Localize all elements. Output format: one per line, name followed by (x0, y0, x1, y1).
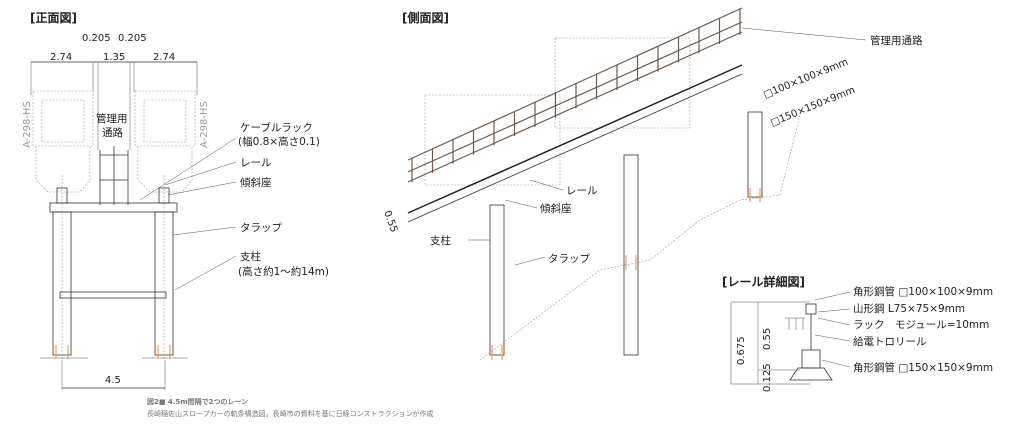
car-model-left: A-298-HS (22, 101, 33, 148)
side-dim: 0.55 (381, 209, 399, 234)
side-label-walkway: 管理用通路 (870, 34, 923, 47)
label-tilt-seat: 傾斜座 (240, 176, 272, 189)
label-ladder: タラップ (240, 222, 282, 234)
dim-column-spacing: 4.5 (105, 375, 121, 386)
dim-car-right: 2.74 (153, 52, 175, 63)
dim-car-left: 2.74 (50, 52, 72, 63)
detail-label-lower-pipe: 角形鋼管 □150×150×9mm (853, 361, 993, 374)
car-model-right: A-298-HS (199, 101, 210, 148)
side-label-column: 支柱 (430, 234, 451, 247)
detail-label-trolley: 給電トロリール (853, 335, 927, 348)
label-rail: レール (240, 157, 272, 169)
dim-walkway: 1.35 (103, 52, 125, 63)
side-view-title: [側面図] (402, 10, 449, 25)
label-cable-rack: ケーブルラック (240, 121, 313, 134)
detail-dim-upper: 0.55 (762, 328, 773, 350)
rail-detail-title: [レール詳細図] (722, 274, 805, 289)
label-column-height: (高さ約1～約14m) (238, 265, 329, 278)
dim-gap-right: 0.205 (118, 33, 147, 44)
walkway-label-2: 通路 (102, 126, 123, 139)
side-view: [側面図] 管理用通路 □100×100×9mm □150×150×9mm レー… (381, 7, 923, 361)
rail-detail: [レール詳細図] 0.675 0.55 0.125 角形鋼管 □100×100×… (722, 274, 993, 392)
caption-text: 長崎稲佐山スロープカーの軌条構造図。長崎市の資料を基に日経コンストラクションが作… (147, 410, 434, 418)
walkway-label-1: 管理用 (96, 112, 128, 125)
label-cable-rack-size: (幅0.8×高さ0.1) (238, 135, 320, 148)
caption-title: 図2■ 4.5m間隔で2つのレーン (147, 398, 249, 406)
detail-dim-lower: 0.125 (762, 363, 773, 392)
side-label-tilt-seat: 傾斜座 (540, 202, 572, 215)
front-view-title: [正面図] (30, 11, 77, 25)
detail-label-angle-steel: 山形鋼 L75×75×9mm (853, 302, 965, 315)
detail-label-rack: ラック モジュール=10mm (853, 319, 989, 331)
side-label-rail: レール (566, 185, 598, 197)
side-label-ladder: タラップ (548, 253, 590, 265)
label-column: 支柱 (240, 250, 261, 263)
detail-dim-total: 0.675 (736, 336, 747, 365)
front-view: [正面図] 0.205 0.205 2.74 1.35 2.74 A-298-H… (22, 11, 329, 390)
detail-label-upper-pipe: 角形鋼管 □100×100×9mm (853, 285, 993, 298)
dim-gap-left: 0.205 (82, 33, 111, 44)
